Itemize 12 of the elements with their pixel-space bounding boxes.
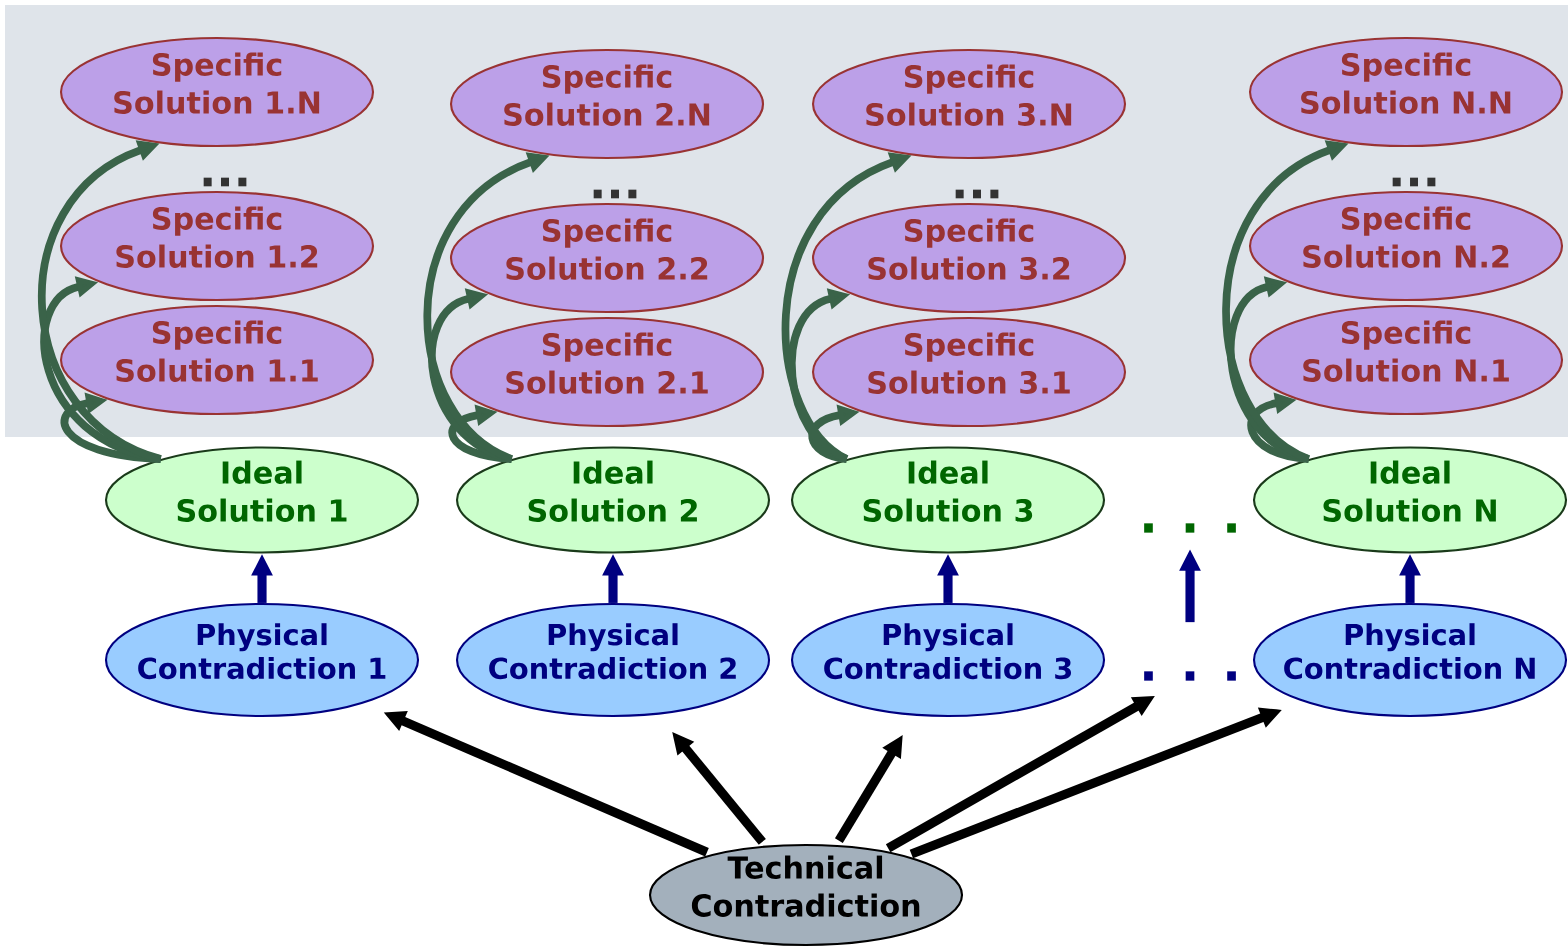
ellipsis: ... xyxy=(1392,177,1436,187)
arrow xyxy=(60,392,161,463)
ellipsis-text: . . . xyxy=(1144,523,1236,533)
arrow xyxy=(448,404,513,463)
ellipsis: ... xyxy=(955,189,999,199)
arrow xyxy=(1226,276,1310,463)
ellipsis: ... xyxy=(593,189,637,199)
arrow xyxy=(428,288,513,463)
ellipsis: ... xyxy=(203,177,247,187)
arrow xyxy=(40,276,162,463)
arrow xyxy=(1247,392,1310,463)
ellipsis-text: . . . xyxy=(1144,671,1236,681)
